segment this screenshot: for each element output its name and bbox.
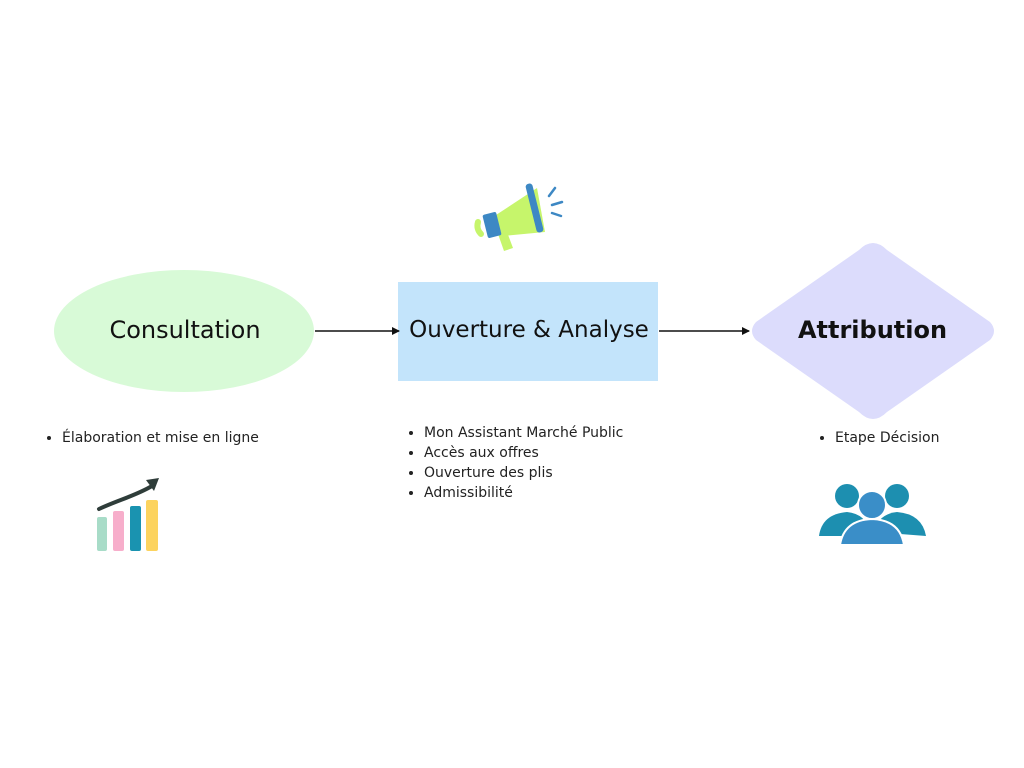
growth-chart-icon xyxy=(97,478,159,551)
consultation-bullet-list: Élaboration et mise en ligne xyxy=(44,428,322,448)
list-item: Admissibilité xyxy=(424,483,684,503)
list-item: Accès aux offres xyxy=(424,443,684,463)
consultation-node xyxy=(54,270,314,392)
list-item: Élaboration et mise en ligne xyxy=(62,428,322,448)
attribution-bullet-list: Etape Décision xyxy=(817,428,1015,448)
consultation-label: Consultation xyxy=(109,316,261,344)
list-item: Ouverture des plis xyxy=(424,463,684,483)
team-icon xyxy=(819,484,926,546)
list-item: Mon Assistant Marché Public xyxy=(424,423,684,443)
ouverture-node xyxy=(398,282,658,381)
ouverture-analyse-label: Ouverture & Analyse xyxy=(409,317,649,343)
attribution-node xyxy=(752,243,994,419)
megaphone-icon xyxy=(474,183,564,251)
list-item: Etape Décision xyxy=(835,428,1015,448)
attribution-label: Attribution xyxy=(797,316,948,344)
ouverture-bullet-list: Mon Assistant Marché Public Accès aux of… xyxy=(406,423,684,503)
